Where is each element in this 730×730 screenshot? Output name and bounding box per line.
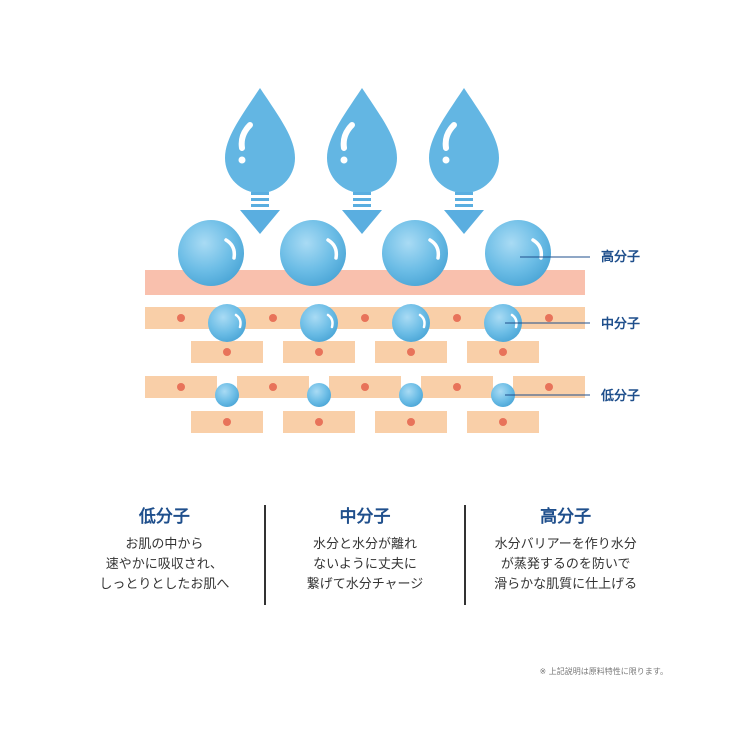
column-title: 中分子 xyxy=(339,507,391,527)
column-text: お肌の中から xyxy=(125,537,204,552)
column-text: 水分と水分が離れ xyxy=(313,537,418,552)
column-text: ないように丈夫に xyxy=(313,557,417,572)
label-low: 低分子 xyxy=(600,388,640,404)
cell-row xyxy=(191,411,539,433)
column-text: 水分バリアーを作り水分 xyxy=(494,537,637,552)
water-drop-icon xyxy=(225,88,295,193)
cell-row xyxy=(145,376,585,398)
column-title: 高分子 xyxy=(540,507,592,527)
footnote: ※ 上記説明は原料特性に限ります。 xyxy=(539,667,668,676)
column-text: 滑らかな肌質に仕上げる xyxy=(494,577,638,592)
column-mid: 中分子 水分と水分が離れ ないように丈夫に 繋げて水分チャージ xyxy=(263,505,465,605)
cell-row xyxy=(191,341,539,363)
mid-molecule xyxy=(208,304,522,342)
column-high: 高分子 水分バリアーを作り水分 が蒸発するのを防いで 滑らかな肌質に仕上げる xyxy=(464,505,665,605)
description-columns: 低分子 お肌の中から 速やかに吸収され、 しっとりとしたお肌へ 中分子 水分と水… xyxy=(65,505,665,605)
column-text: が蒸発するのを防いで xyxy=(500,557,631,572)
column-text: 速やかに吸収され、 xyxy=(105,557,223,572)
column-low: 低分子 お肌の中から 速やかに吸収され、 しっとりとしたお肌へ xyxy=(65,505,264,605)
down-arrow-icon xyxy=(240,192,280,234)
water-drop-icon xyxy=(429,88,499,193)
down-arrow-icon xyxy=(342,192,382,234)
low-molecule xyxy=(215,383,515,407)
skin-molecule-diagram: 高分子 中分子 低分子 xyxy=(145,88,640,433)
water-drop-icon xyxy=(327,88,397,193)
column-title: 低分子 xyxy=(138,507,190,527)
high-molecule xyxy=(178,220,551,286)
label-mid: 中分子 xyxy=(601,316,640,332)
column-text: しっとりとしたお肌へ xyxy=(99,577,230,592)
down-arrow-icon xyxy=(444,192,484,234)
label-high: 高分子 xyxy=(601,249,640,265)
column-text: 繋げて水分チャージ xyxy=(306,577,424,592)
